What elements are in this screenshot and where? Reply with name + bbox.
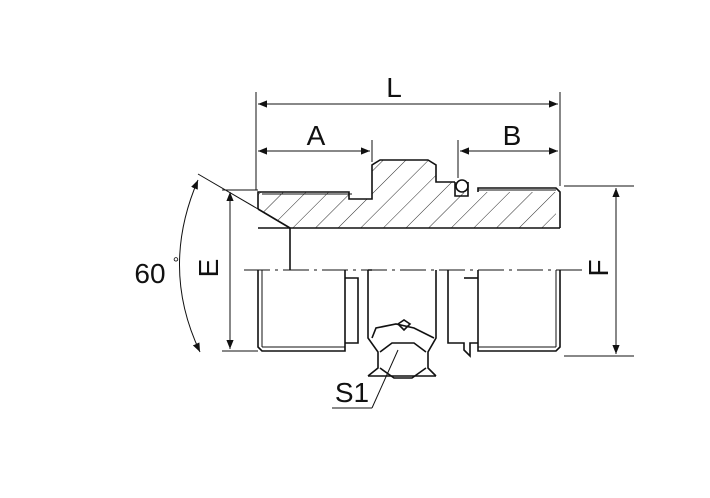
o-ring-section [455,179,469,193]
label-cone-angle: 60 [134,258,165,289]
fitting-outline-upper [257,159,455,209]
section-hatch [258,160,556,228]
cone-angle-leader [197,173,259,210]
right-o-ring-groove [447,270,478,358]
hex-facet-mid [379,342,427,353]
label-b: B [503,120,522,151]
hex-body [367,269,437,377]
hex-corner-mark [396,319,412,332]
hex-facet-upper [371,323,435,339]
label-e: E [193,259,224,278]
label-degree-symbol: ° [173,255,179,272]
o-ring-groove [454,182,469,197]
label-f: F [583,259,614,276]
left-thread-body [257,270,346,352]
left-undercut [345,277,359,344]
label-l: L [386,72,402,103]
label-s1: S1 [335,377,369,408]
hex-leader [371,349,399,409]
cone-angle-arc [179,179,201,353]
cone-chamfer [257,208,291,229]
hex-facet-lower [379,367,427,379]
label-a: A [307,120,326,151]
right-thread-body [477,270,561,352]
fitting-outline-upper-right [477,187,561,228]
